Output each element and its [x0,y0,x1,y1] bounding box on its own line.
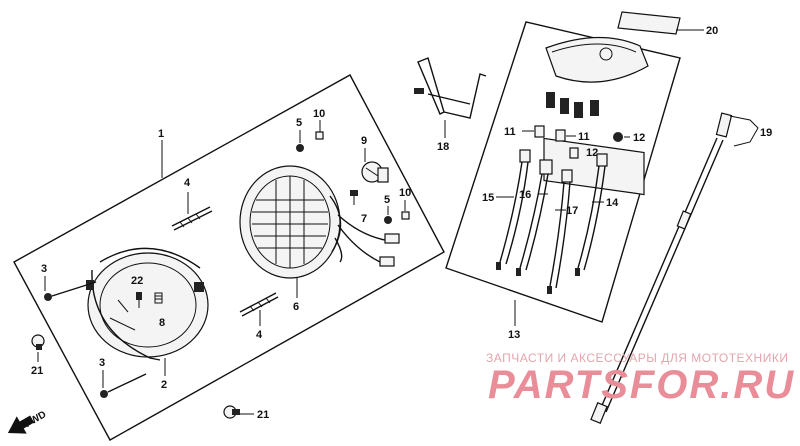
callout-3-upper: 3 [41,263,47,275]
bulb-11-left [534,125,545,138]
callout-17: 17 [566,205,578,217]
watermark-logo: PARTSFOR.RU [488,363,795,407]
socket-wires-15 [496,149,531,270]
callout-13: 13 [508,329,520,341]
callout-5-lower: 5 [384,194,390,206]
socket-wires-17 [547,169,573,294]
callout-11-left: 11 [504,126,516,138]
fwd-label: FWD [23,409,48,430]
callout-5-upper: 5 [296,117,302,129]
bulb-12-lower [569,147,579,159]
callout-14: 14 [606,197,619,209]
bulb-11-right [555,129,566,142]
callout-4-lower: 4 [256,329,263,341]
callout-1: 1 [158,128,164,140]
nut-10-upper [315,131,324,140]
headlight-unit [239,165,342,279]
callout-8: 8 [159,317,165,329]
callout-12-upper: 12 [633,132,645,144]
socket-wires-16 [516,159,553,276]
callout-4-upper: 4 [184,177,191,189]
callout-2: 2 [161,379,167,391]
bolt-5-upper [296,144,304,152]
clip-21-bottom [223,405,240,419]
callout-18: 18 [437,141,449,153]
callout-15: 15 [482,192,494,204]
meter-panel-outline [445,21,681,323]
speedometer [543,36,649,196]
callout-6: 6 [293,301,299,313]
headlight-wiring [334,214,400,267]
adjusting-screw-22 [136,292,142,308]
fwd-arrow-icon [7,415,35,434]
spring-4-upper [171,206,213,231]
label-20 [617,11,681,35]
headlight-panel-outline [13,74,445,441]
clip-21-left [31,334,45,350]
callout-20: 20 [706,25,718,37]
headlight-case [86,247,209,361]
bulb-socket-9 [361,161,389,183]
spring-8 [154,292,163,304]
callout-21-bottom: 21 [257,409,269,421]
callout-22: 22 [131,275,143,287]
screw-3-lower [100,373,147,398]
screw-3-upper [44,281,97,301]
meter-stay-18 [414,57,487,119]
callout-16: 16 [519,189,531,201]
bulb-12-upper [613,132,623,142]
callout-10-upper: 10 [313,108,325,120]
callout-10-lower: 10 [399,187,411,199]
spring-4-lower [239,292,279,317]
socket-wires-14 [575,153,608,276]
nut-10-lower [401,211,410,220]
callout-12-lower: 12 [586,147,598,159]
screw-7 [350,190,358,205]
callout-11-right: 11 [578,131,590,143]
callout-21-left: 21 [31,365,43,377]
callout-7: 7 [361,213,367,225]
callout-19: 19 [760,127,772,139]
speedometer-cable-19 [590,112,733,424]
watermark-tagline: ЗАПЧАСТИ И АКСЕССУАРЫ ДЛЯ МОТОТЕХНИКИ [486,351,788,365]
callout-9: 9 [361,135,367,147]
callout-3-lower: 3 [99,357,105,369]
bolt-5-lower [384,216,392,224]
